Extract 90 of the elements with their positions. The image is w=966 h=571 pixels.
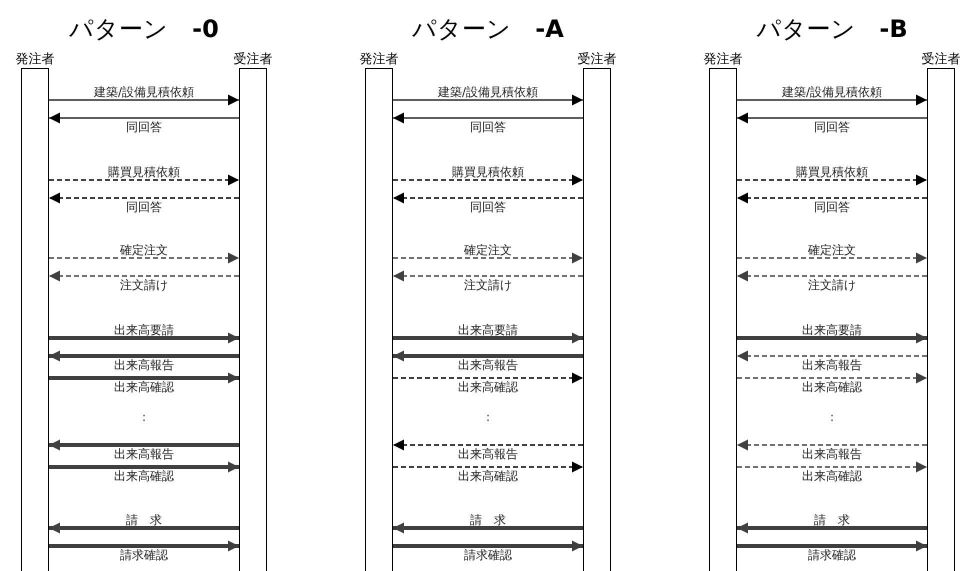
- message-arrow: [393, 350, 583, 362]
- edge-label: 請 求: [126, 513, 162, 527]
- message-arrow: [49, 440, 239, 450]
- message-arrow: [393, 270, 583, 282]
- edge-label: 出来高要請: [114, 323, 174, 337]
- edge-label: 出来高要請: [802, 323, 862, 337]
- message-arrow: [737, 112, 927, 124]
- edge-label: 出来高確認: [114, 469, 174, 483]
- lifeline-label: 受注者: [578, 52, 616, 68]
- message-arrow: [49, 174, 239, 186]
- lifeline-label: 発注者: [360, 52, 398, 68]
- edge-label: 注文請け: [808, 278, 856, 292]
- message-arrow: [393, 252, 583, 264]
- pattern-heading: パターン -A: [412, 14, 564, 44]
- message-arrow: [393, 94, 583, 106]
- edge-label: 出来高確認: [114, 380, 174, 394]
- message-arrow: [737, 174, 927, 186]
- message-arrow: [393, 522, 583, 534]
- message-arrow: [393, 332, 583, 344]
- message-arrow: [737, 372, 927, 384]
- edge-label: 同回答: [126, 120, 162, 134]
- edge-label: 同回答: [814, 120, 850, 134]
- message-arrow: [393, 372, 583, 384]
- ellipsis-mark: :: [486, 410, 490, 424]
- message-arrow: [737, 540, 927, 552]
- message-arrow: [49, 252, 239, 264]
- ellipsis-mark: :: [830, 410, 834, 424]
- edge-label: 注文請け: [464, 278, 512, 292]
- edge-label: 出来高確認: [802, 380, 862, 394]
- edge-label: 建築/設備見積依頼: [782, 85, 882, 99]
- edge-label: 出来高確認: [802, 469, 862, 483]
- message-arrow: [49, 94, 239, 106]
- edge-label: 出来高確認: [458, 380, 518, 394]
- message-arrow: [393, 440, 583, 450]
- message-arrow: [393, 462, 583, 472]
- message-arrow: [393, 174, 583, 186]
- pattern-heading: パターン -0: [69, 14, 219, 44]
- message-arrow: [393, 192, 583, 204]
- message-arrow: [737, 94, 927, 106]
- edge-label: 建築/設備見積依頼: [94, 85, 194, 99]
- message-arrow: [49, 350, 239, 362]
- message-arrow: [737, 192, 927, 204]
- message-arrow: [737, 440, 927, 450]
- edge-label: 請求確認: [808, 548, 856, 562]
- message-arrow: [737, 252, 927, 264]
- edge-label: 出来高報告: [802, 447, 862, 461]
- edge-label: 注文請け: [120, 278, 168, 292]
- message-arrow: [49, 522, 239, 534]
- ellipsis-mark: :: [142, 410, 146, 424]
- message-arrow: [737, 270, 927, 282]
- edge-label: 請求確認: [464, 548, 512, 562]
- edge-label: 同回答: [814, 200, 850, 214]
- lifeline-label: 発注者: [16, 52, 54, 68]
- edge-label: 出来高報告: [458, 447, 518, 461]
- message-arrow: [393, 540, 583, 552]
- edge-label: 出来高要請: [458, 323, 518, 337]
- message-arrow: [737, 350, 927, 362]
- edge-label: 出来高報告: [458, 358, 518, 372]
- edge-label: 購買見積依頼: [452, 165, 524, 179]
- message-arrow: [737, 462, 927, 472]
- message-arrow: [49, 372, 239, 384]
- edge-label: 確定注文: [120, 243, 168, 257]
- lifeline-label: 発注者: [704, 52, 742, 68]
- message-arrow: [49, 192, 239, 204]
- edge-label: 出来高確認: [458, 469, 518, 483]
- message-arrow: [737, 332, 927, 344]
- message-arrow: [49, 540, 239, 552]
- lifeline-label: 受注者: [234, 52, 272, 68]
- pattern-heading: パターン -B: [756, 14, 908, 44]
- message-arrow: [49, 332, 239, 344]
- edge-label: 出来高報告: [802, 358, 862, 372]
- edge-label: 同回答: [126, 200, 162, 214]
- edge-label: 購買見積依頼: [108, 165, 180, 179]
- edge-label: 出来高報告: [114, 358, 174, 372]
- message-arrow: [49, 112, 239, 124]
- edge-label: 請 求: [814, 513, 850, 527]
- message-arrow: [393, 112, 583, 124]
- edge-label: 建築/設備見積依頼: [438, 85, 538, 99]
- edge-label: 請求確認: [120, 548, 168, 562]
- edge-label: 出来高報告: [114, 447, 174, 461]
- edge-label: 確定注文: [464, 243, 512, 257]
- edge-label: 同回答: [470, 120, 506, 134]
- message-arrow: [49, 270, 239, 282]
- message-arrow: [737, 522, 927, 534]
- edge-label: 購買見積依頼: [796, 165, 868, 179]
- edge-label: 請 求: [470, 513, 506, 527]
- edge-label: 同回答: [470, 200, 506, 214]
- lifeline-label: 受注者: [922, 52, 960, 68]
- message-arrow: [49, 462, 239, 472]
- edge-label: 確定注文: [808, 243, 856, 257]
